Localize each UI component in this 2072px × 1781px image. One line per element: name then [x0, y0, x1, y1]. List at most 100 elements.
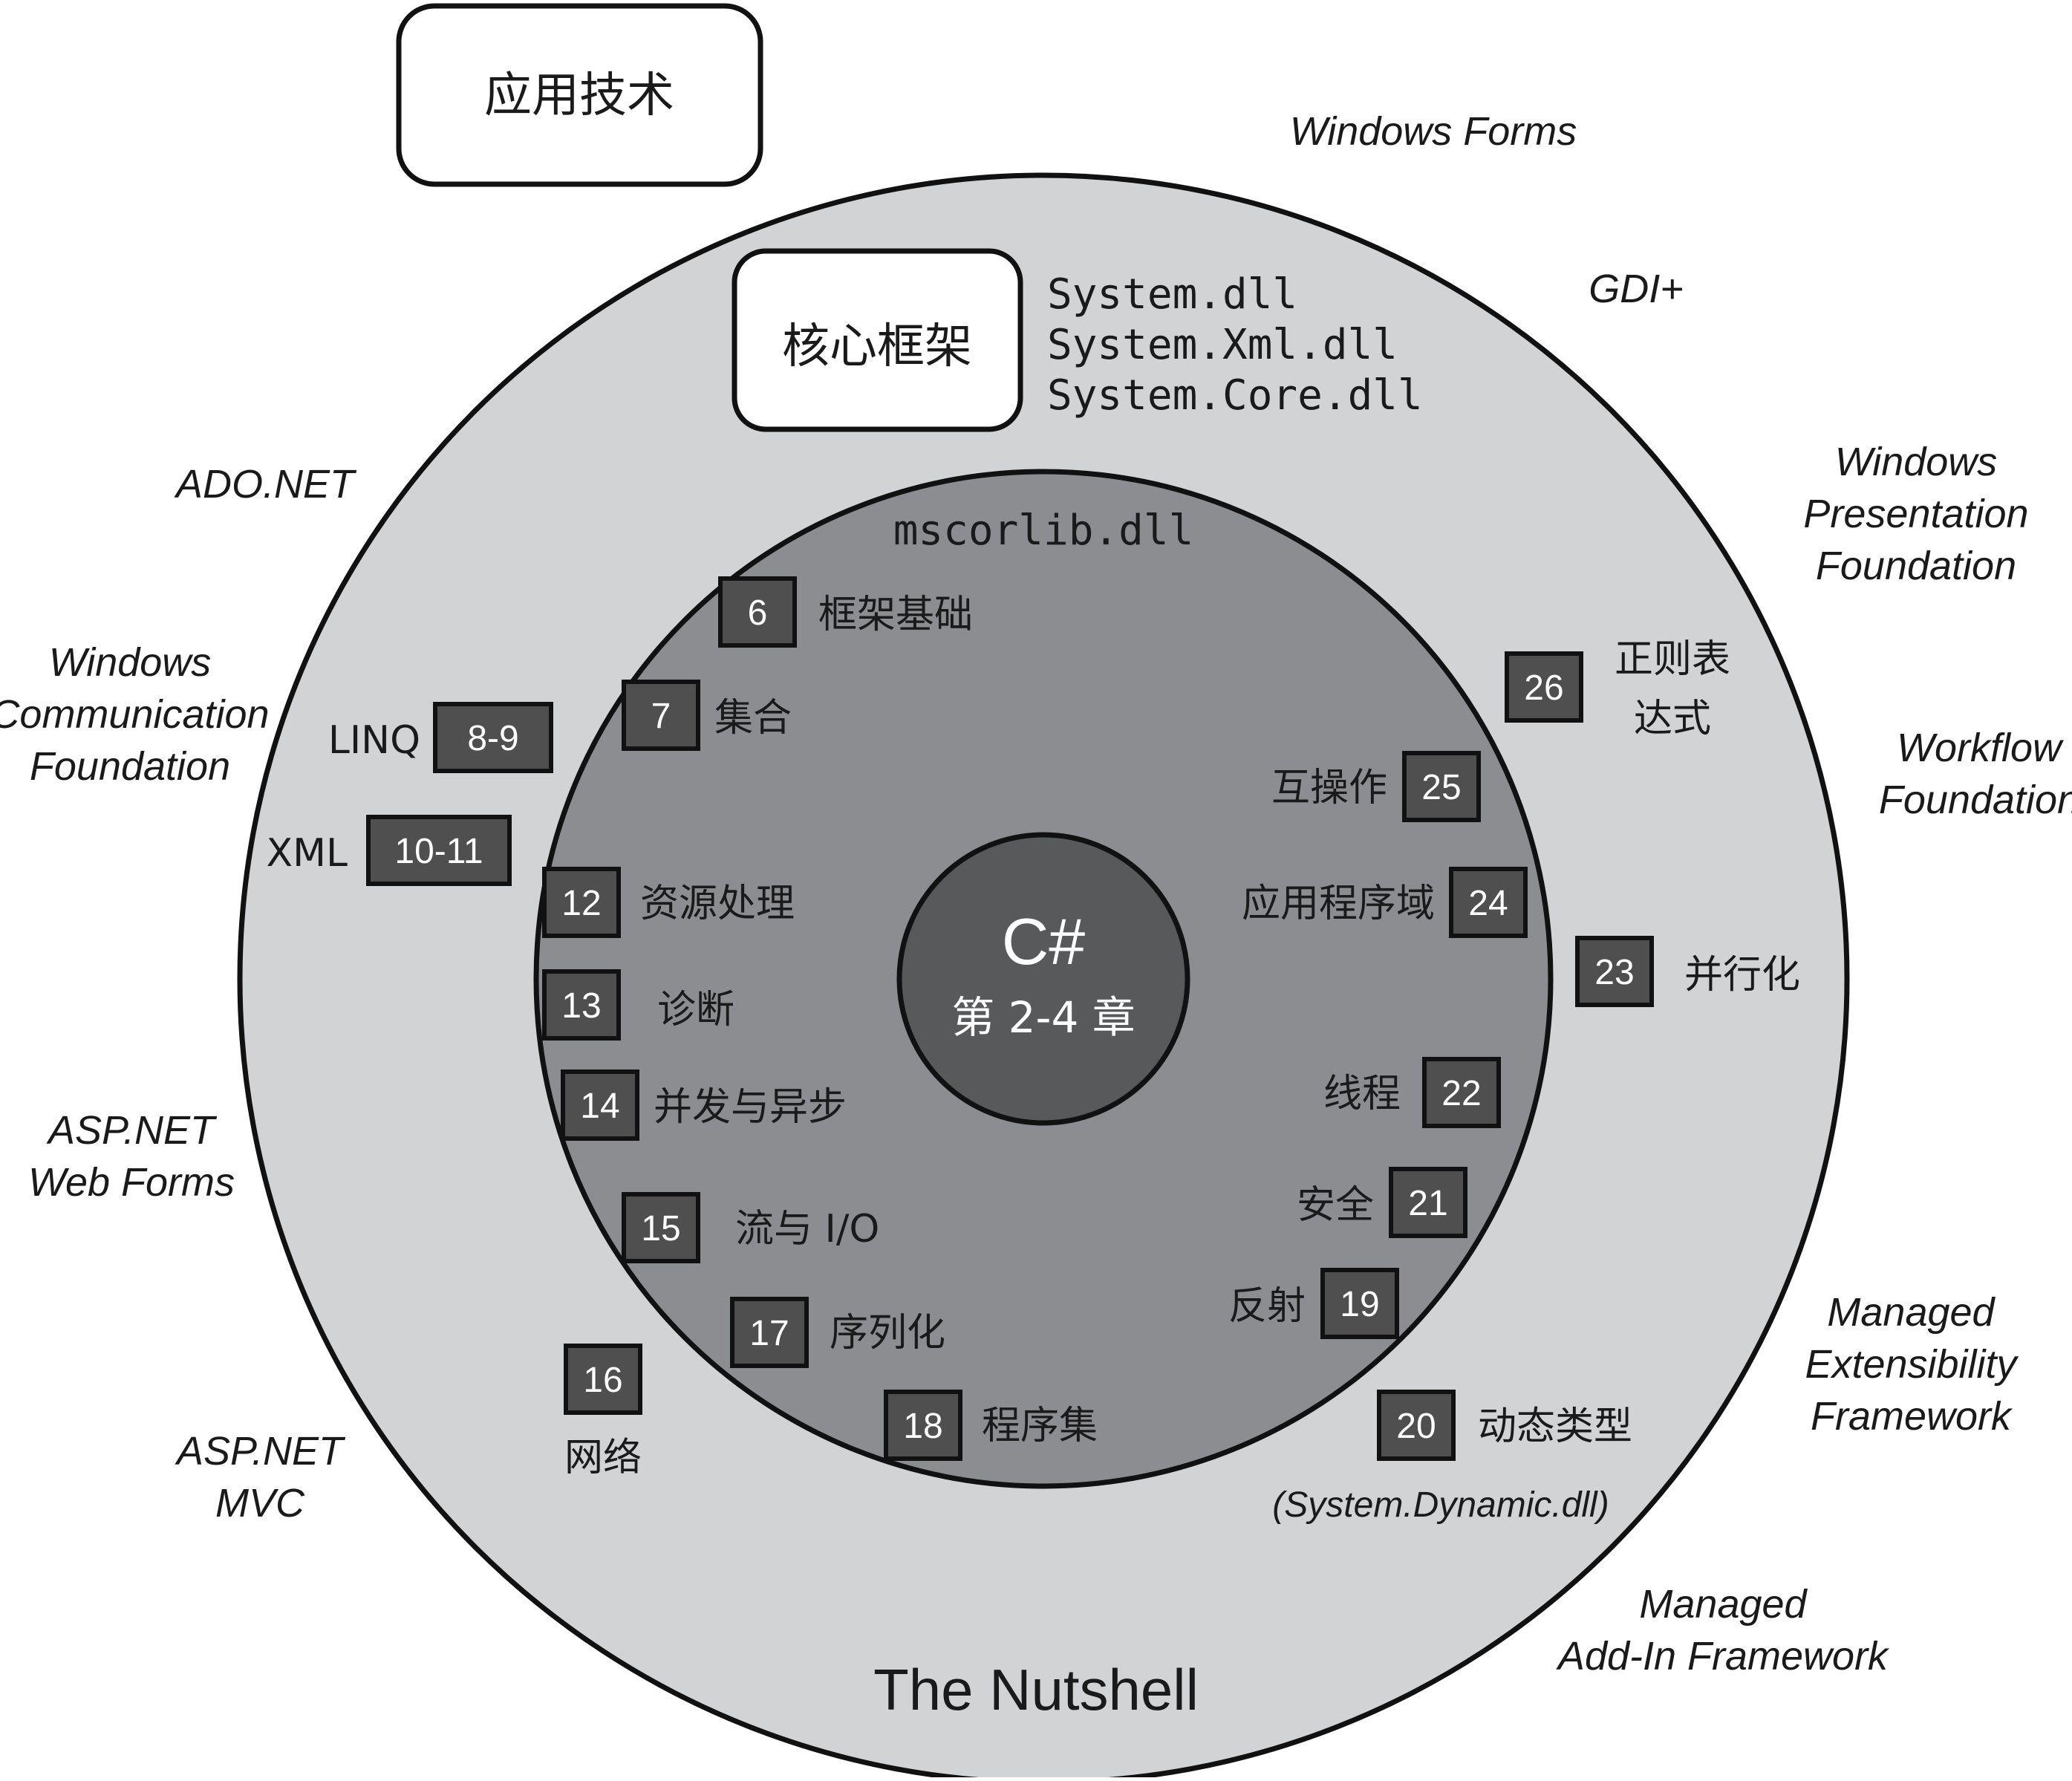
chapter-number-ch13: 13 — [561, 986, 601, 1026]
chapter-box-ch19 — [1320, 1268, 1399, 1339]
chapter-box-ch6 — [718, 576, 797, 648]
chapter-ch15: 15 流与 I/O — [622, 1192, 879, 1263]
chapter-ch25: 25 互操作 — [1271, 751, 1481, 822]
chapter-number-ch12: 12 — [561, 884, 601, 923]
chapter-ch21: 21 安全 — [1297, 1167, 1467, 1238]
chapter-number-ch23: 23 — [1594, 953, 1634, 992]
chapter-number-ch18: 18 — [903, 1407, 942, 1446]
chapter-ch19: 19 反射 — [1228, 1268, 1399, 1339]
core-dll-list: System.dll System.Xml.dll System.Core.dl… — [1047, 270, 1423, 420]
tech-wcf-line: Foundation — [30, 744, 230, 789]
tech-windows-forms: Windows Forms — [1290, 109, 1577, 154]
chapter-box-ch7 — [622, 680, 700, 751]
chapter-number-ch14: 14 — [580, 1087, 619, 1126]
chapter-box-ch22 — [1422, 1057, 1501, 1128]
chapter-label-ch18: 程序集 — [982, 1404, 1098, 1448]
chapter-ch14: 14 并发与异步 — [561, 1069, 847, 1141]
chapter-ch18: 18 程序集 — [884, 1390, 1098, 1461]
application-tech-label: 应用技术 — [484, 68, 674, 123]
application-tech-legend: 应用技术 — [396, 3, 763, 187]
mscorlib-label: mscorlib.dll — [893, 507, 1194, 555]
chapter-number-ch19: 19 — [1340, 1285, 1379, 1324]
chapter-label-ch26: 达式 — [1634, 697, 1711, 741]
tech-wpf-line: Presentation — [1803, 492, 2028, 536]
chapter-number-ch22: 22 — [1441, 1074, 1481, 1113]
chapter-number-ch26: 26 — [1524, 668, 1563, 708]
chapter-ch12: 12 资源处理 — [542, 867, 795, 938]
chapter-label-ch14: 并发与异步 — [654, 1085, 847, 1130]
chapter-note-ch20: (System.Dynamic.dll) — [1272, 1485, 1609, 1525]
center-title: C# — [1002, 905, 1086, 978]
chapter-number-ch25: 25 — [1421, 768, 1461, 807]
chapter-ch8-9: 8-9 LINQ — [328, 702, 553, 773]
chapter-number-ch15: 15 — [641, 1209, 680, 1248]
core-framework-legend: 核心框架 — [732, 248, 1023, 432]
chapter-number-ch6: 6 — [748, 593, 768, 633]
chapter-box-ch13 — [542, 969, 621, 1041]
outer-title: The Nutshell — [873, 1657, 1199, 1722]
chapter-number-ch24: 24 — [1468, 884, 1508, 923]
tech-gdi-plus: GDI+ — [1589, 267, 1684, 311]
chapter-number-ch10-11: 10-11 — [394, 832, 483, 871]
tech-asp-mvc-line: ASP.NET — [175, 1429, 346, 1474]
chapter-ch16: 16 网络 — [564, 1344, 642, 1480]
tech-windows-forms-line: Windows Forms — [1290, 109, 1577, 154]
chapter-label-ch19: 反射 — [1228, 1284, 1306, 1329]
dll-system-xml: System.Xml.dll — [1047, 321, 1398, 369]
chapter-number-ch21: 21 — [1408, 1184, 1447, 1223]
chapter-label-ch22: 线程 — [1323, 1072, 1401, 1116]
chapter-number-ch20: 20 — [1396, 1407, 1436, 1446]
chapter-box-ch25 — [1402, 751, 1481, 822]
chapter-label-ch21: 安全 — [1297, 1183, 1374, 1228]
chapter-box-ch23 — [1575, 936, 1654, 1007]
chapter-label-ch17: 序列化 — [830, 1311, 945, 1355]
tech-wpf-line: Foundation — [1816, 544, 2016, 588]
application-tech-box — [396, 3, 763, 187]
chapter-box-ch15 — [622, 1192, 700, 1263]
chapter-label-ch20: 动态类型 — [1478, 1404, 1632, 1449]
chapter-number-ch17: 17 — [749, 1314, 789, 1353]
chapter-box-ch20 — [1377, 1390, 1456, 1461]
tech-maf-line: Add-In Framework — [1556, 1634, 1890, 1679]
tech-asp-webforms-line: ASP.NET — [46, 1108, 218, 1153]
chapter-label-ch16: 网络 — [564, 1436, 642, 1480]
tech-gdi-plus-line: GDI+ — [1589, 267, 1684, 311]
chapter-ch17: 17 序列化 — [730, 1297, 945, 1368]
chapter-box-ch21 — [1389, 1167, 1467, 1238]
tech-wcf-line: Windows — [49, 640, 212, 685]
chapter-box-ch24 — [1449, 867, 1528, 938]
chapter-box-ch12 — [542, 867, 621, 938]
tech-mef-line: Extensibility — [1805, 1342, 2019, 1387]
dll-system: System.dll — [1047, 270, 1297, 319]
tech-maf-line: Managed — [1639, 1582, 1808, 1627]
chapter-label-ch26: 正则表 — [1615, 637, 1730, 682]
chapter-ch20: 20 动态类型 (System.Dynamic.dll) — [1272, 1390, 1632, 1525]
center-subtitle: 第 2-4 章 — [951, 992, 1136, 1043]
chapter-number-ch8-9: 8-9 — [467, 719, 518, 758]
chapter-box-ch8-9 — [433, 702, 553, 773]
chapter-label-ch8-9: LINQ — [328, 718, 420, 763]
chapter-label-ch6: 框架基础 — [818, 593, 973, 637]
tech-wcf-line: Communication — [0, 692, 270, 737]
chapter-label-ch12: 资源处理 — [640, 882, 795, 926]
chapter-box-ch16 — [564, 1344, 642, 1415]
chapter-label-ch15: 流与 I/O — [735, 1207, 879, 1251]
chapter-box-ch10-11 — [366, 815, 512, 886]
center-circle — [896, 832, 1190, 1126]
core-framework-box — [732, 248, 1023, 432]
chapter-number-ch16: 16 — [583, 1361, 622, 1400]
dll-system-core: System.Core.dll — [1047, 371, 1423, 420]
chapter-label-ch25: 互操作 — [1271, 766, 1387, 810]
chapter-label-ch23: 并行化 — [1684, 953, 1800, 997]
tech-workflow-line: Foundation — [1879, 778, 2072, 822]
chapter-number-ch7: 7 — [651, 697, 671, 736]
